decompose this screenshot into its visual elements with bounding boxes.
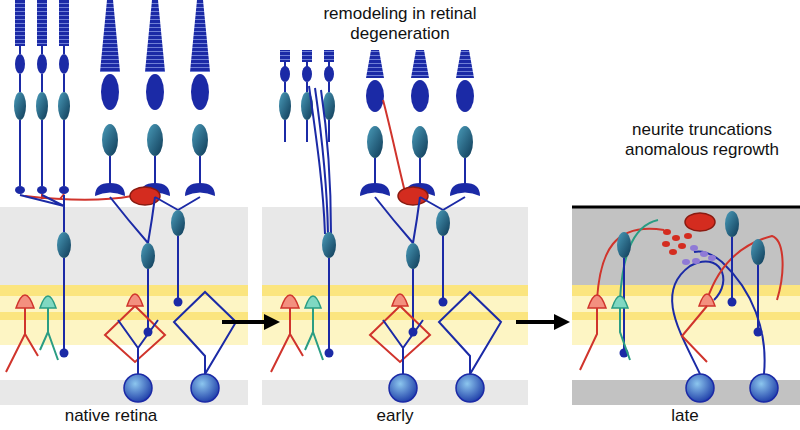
microneuroma-cluster-part (672, 235, 680, 241)
connector-group (222, 322, 560, 323)
native-panel-part (130, 187, 160, 205)
late-panel-part (707, 236, 783, 300)
late-panel-part (580, 308, 597, 370)
panel-heading: remodeling in retinal degeneration (320, 4, 480, 43)
late-panel-part (694, 251, 765, 374)
early-panel-part (262, 285, 528, 296)
panel-label: late (635, 406, 735, 426)
microneuroma-cluster-part (684, 233, 692, 239)
native-panel-part (185, 0, 215, 196)
native-panel-part (0, 285, 248, 296)
progression-arrow (222, 320, 270, 324)
late-panel-part (725, 211, 739, 237)
early-panel-part (405, 50, 435, 196)
microneuroma-cluster-part (669, 249, 677, 255)
native-panel-part (60, 349, 69, 358)
late-panel-part (682, 306, 707, 362)
microneuroma-cluster-part (663, 229, 671, 235)
late-panel-part (572, 285, 800, 345)
panel-label: early (335, 406, 455, 426)
early-panel-part (279, 50, 291, 142)
microneuroma-cluster-part (700, 251, 708, 257)
late-panel-part (620, 220, 658, 300)
late-panel-part (617, 232, 631, 258)
early-panel-part (262, 207, 528, 285)
early-panel-part (323, 50, 335, 142)
progression-arrow (516, 320, 560, 324)
microneuroma-cluster-part (682, 259, 690, 265)
late-panel-part (731, 237, 733, 300)
late-panel-part (686, 374, 714, 402)
native-panel-part (57, 232, 71, 258)
early-panel-part (360, 50, 390, 196)
late-panel (572, 207, 800, 405)
microneuroma-cluster-part (690, 245, 698, 251)
native-panel-part (95, 0, 125, 196)
native-panel-part (0, 285, 248, 345)
early-panel-part (309, 86, 331, 234)
late-panel-part (588, 295, 606, 308)
native-panel-part (6, 197, 236, 402)
microneuroma-cluster-part (662, 241, 670, 247)
microneuroma-cluster-part (708, 255, 716, 261)
native-panel-part (58, 0, 70, 194)
native-panel-part (0, 207, 248, 285)
early-panel (262, 50, 528, 405)
native-panel-part (140, 0, 170, 196)
native-panel-part (20, 195, 64, 232)
late-panel-part (699, 294, 715, 306)
early-panel-part (450, 50, 480, 196)
early-panel-part (271, 197, 501, 402)
panel-label: native retina (11, 406, 211, 426)
late-panel-part (612, 296, 628, 308)
native-panel-part (14, 0, 26, 194)
late-panel-part (757, 265, 759, 330)
early-panel-part (328, 258, 330, 350)
late-panel-part (750, 374, 778, 402)
late-panel-part (728, 298, 737, 307)
early-panel-part (398, 187, 428, 205)
late-panel-part (572, 285, 800, 296)
late-panel-part (572, 312, 800, 320)
late-panel-part (572, 207, 800, 285)
late-panel-part (572, 206, 800, 209)
microneuroma-cluster (662, 229, 692, 255)
microneuroma-cluster-part (692, 258, 700, 264)
microneuroma-cluster (682, 245, 716, 265)
retina-panel: native retina (0, 0, 222, 430)
late-panel-part (685, 213, 715, 231)
late-panel-part (620, 308, 630, 360)
native-panel-part (63, 258, 65, 350)
late-panel-part (754, 328, 763, 337)
microneuroma-cluster-part (678, 243, 686, 249)
early-panel-part (322, 232, 336, 258)
late-panel-part (597, 229, 664, 300)
early-panel-part (383, 100, 405, 192)
panel-heading: neurite truncations anomalous regrowth (617, 120, 787, 159)
native-panel (0, 0, 248, 405)
native-panel-part (25, 194, 132, 200)
retina-panel: neurite truncations anomalous regrowth la… (570, 0, 800, 430)
early-panel-part (325, 349, 334, 358)
retina-panel: remodeling in retinal degeneration early (280, 0, 516, 430)
native-panel-part (36, 0, 48, 194)
late-panel-part (751, 239, 765, 265)
early-panel-part (262, 312, 528, 320)
